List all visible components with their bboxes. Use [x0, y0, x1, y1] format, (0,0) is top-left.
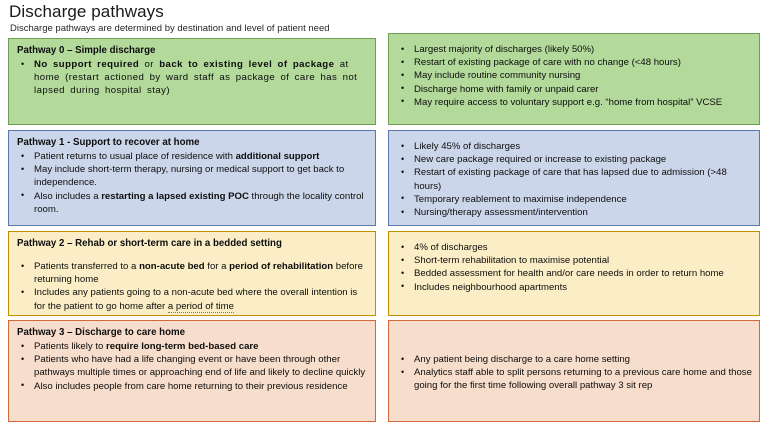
- bullet-text: Patients likely to: [34, 341, 106, 352]
- bullet-text: through the locality control room.: [34, 190, 364, 215]
- bullet-item: Largest majority of discharges (likely 5…: [397, 42, 752, 56]
- pathway-0-right-bullets: Largest majority of discharges (likely 5…: [397, 42, 752, 109]
- pathway-3-definition-box: Pathway 3 – Discharge to care home Patie…: [8, 320, 376, 422]
- pathway-2-heading: Pathway 2 – Rehab or short-term care in …: [17, 238, 282, 249]
- bullet-item: 4% of discharges: [397, 240, 752, 254]
- bullet-text: or: [139, 59, 160, 70]
- pathway-0-definition-box: Pathway 0 – Simple discharge No support …: [8, 38, 376, 125]
- bullet-text: a period of time: [167, 300, 235, 313]
- bullet-item: Includes neighbourhood apartments: [397, 280, 752, 294]
- bullet-item: Includes any patients going to a non-acu…: [17, 286, 368, 313]
- bullet-text: Also includes a: [34, 190, 102, 202]
- pathway-2-right-bullets: 4% of dischargesShort-term rehabilitatio…: [397, 240, 752, 294]
- bullet-item: Nursing/therapy assessment/intervention: [397, 206, 752, 219]
- pathway-3-right-bullets: Any patient being discharge to a care ho…: [397, 352, 752, 393]
- bullet-item: Any patient being discharge to a care ho…: [397, 352, 752, 366]
- bullet-text: before returning home: [34, 261, 363, 286]
- page-subtitle: Discharge pathways are determined by des…: [10, 23, 330, 34]
- pathway-1-left-bullets: Patient returns to usual place of reside…: [17, 149, 368, 216]
- pathway-2-left-bullets: Patients transferred to a non-acute bed …: [17, 259, 368, 313]
- pathway-1-right-bullets: Likely 45% of dischargesNew care package…: [397, 139, 752, 219]
- pathway-0-left-bullets: No support required or back to existing …: [17, 58, 368, 98]
- pathway-2-detail-box: 4% of dischargesShort-term rehabilitatio…: [388, 231, 760, 316]
- bullet-item: Restart of existing package of care with…: [397, 56, 752, 69]
- bullet-text: Also includes people from care home retu…: [34, 380, 348, 392]
- bullet-item: Patients likely to require long-term bed…: [17, 339, 368, 353]
- bullet-text: Patient returns to usual place of reside…: [34, 151, 236, 162]
- bullet-emphasis: require long-term bed-based care: [106, 341, 259, 352]
- bullet-text: May include short-term therapy, nursing …: [34, 164, 345, 189]
- bullet-emphasis: period of rehabilitation: [229, 261, 334, 272]
- pathway-1-heading: Pathway 1 - Support to recover at home: [17, 137, 200, 148]
- bullet-item: Patients transferred to a non-acute bed …: [17, 259, 368, 286]
- pathway-3-left-bullets: Patients likely to require long-term bed…: [17, 339, 368, 393]
- bullet-item: Patients who have had a life changing ev…: [17, 353, 368, 379]
- bullet-item: Also includes people from care home retu…: [17, 379, 368, 393]
- bullet-item: Discharge home with family or unpaid car…: [397, 82, 752, 96]
- bullet-emphasis: back to existing level of package: [159, 59, 335, 70]
- pathway-1-definition-box: Pathway 1 - Support to recover at home P…: [8, 130, 376, 226]
- bullet-emphasis: non-acute bed: [139, 261, 205, 272]
- pathway-0-heading: Pathway 0 – Simple discharge: [17, 45, 156, 56]
- bullet-item: Short-term rehabilitation to maximise po…: [397, 254, 752, 267]
- bullet-item: Analytics staff able to split persons re…: [397, 366, 752, 392]
- pathway-2-definition-box: Pathway 2 – Rehab or short-term care in …: [8, 231, 376, 316]
- page-title: Discharge pathways: [9, 2, 164, 21]
- bullet-text: Patients transferred to a: [34, 261, 140, 272]
- pathway-0-detail-box: Largest majority of discharges (likely 5…: [388, 33, 760, 125]
- bullet-item: Restart of existing package of care that…: [397, 166, 752, 192]
- bullet-item: New care package required or increase to…: [397, 153, 752, 166]
- bullet-emphasis: No support required: [34, 59, 140, 70]
- bullet-item: Bedded assessment for health and/or care…: [397, 267, 752, 280]
- bullet-text: for a: [204, 261, 230, 272]
- pathway-3-heading: Pathway 3 – Discharge to care home: [17, 327, 185, 338]
- bullet-item: No support required or back to existing …: [17, 58, 368, 98]
- bullet-item: Temporary reablement to maximise indepen…: [397, 192, 752, 206]
- bullet-emphasis: additional support: [235, 151, 320, 162]
- bullet-item: Also includes a restarting a lapsed exis…: [17, 189, 368, 216]
- bullet-item: May include short-term therapy, nursing …: [17, 163, 368, 189]
- bullet-item: May require access to voluntary support …: [397, 95, 752, 109]
- pathway-3-detail-box: Any patient being discharge to a care ho…: [388, 320, 760, 422]
- pathway-1-detail-box: Likely 45% of dischargesNew care package…: [388, 130, 760, 226]
- bullet-text: Patients who have had a life changing ev…: [34, 354, 366, 379]
- bullet-item: May include routine community nursing: [397, 69, 752, 82]
- bullet-text: at home (restart actioned by ward staff …: [34, 59, 358, 97]
- bullet-item: Likely 45% of discharges: [397, 139, 752, 153]
- bullet-emphasis: restarting a lapsed existing POC: [101, 190, 249, 202]
- bullet-text: Includes any patients going to a non-acu…: [34, 287, 358, 312]
- bullet-item: Patient returns to usual place of reside…: [17, 149, 368, 163]
